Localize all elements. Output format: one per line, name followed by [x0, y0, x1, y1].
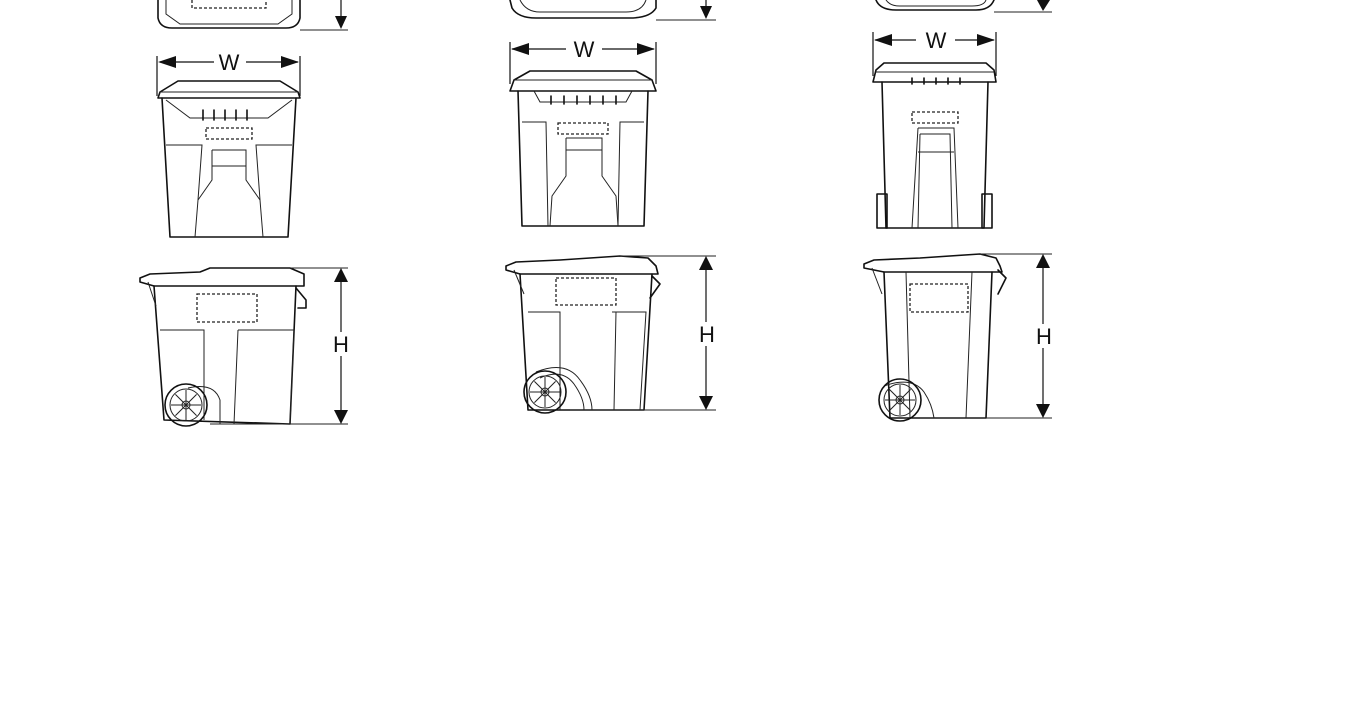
wheel-icon — [523, 370, 567, 414]
cart-2-front-view: W — [509, 37, 657, 227]
wheel-icon — [981, 193, 993, 229]
wheel-icon — [878, 378, 922, 422]
arrow-down-icon — [1037, 0, 1050, 11]
cart-1-front-view: W — [156, 50, 301, 238]
cart-3-side-view: H — [863, 253, 1052, 422]
width-label: W — [574, 37, 595, 62]
cart-2-top-view — [509, 0, 716, 21]
cart-3-front-view: W — [872, 28, 997, 229]
height-label: H — [699, 322, 715, 347]
cart-3-top-view — [875, 0, 1052, 13]
cart-2-side-view: H — [505, 255, 716, 414]
cart-1-top-view — [157, 0, 348, 31]
cart-1-side-view: H — [139, 267, 349, 427]
wheel-icon — [876, 193, 888, 229]
height-label: H — [333, 332, 349, 357]
width-label: W — [926, 28, 947, 53]
width-label: W — [219, 50, 240, 75]
arrow-down-icon — [335, 16, 347, 29]
arrow-down-icon — [700, 6, 712, 19]
height-label: H — [1036, 324, 1052, 349]
wheel-icon — [164, 383, 208, 427]
